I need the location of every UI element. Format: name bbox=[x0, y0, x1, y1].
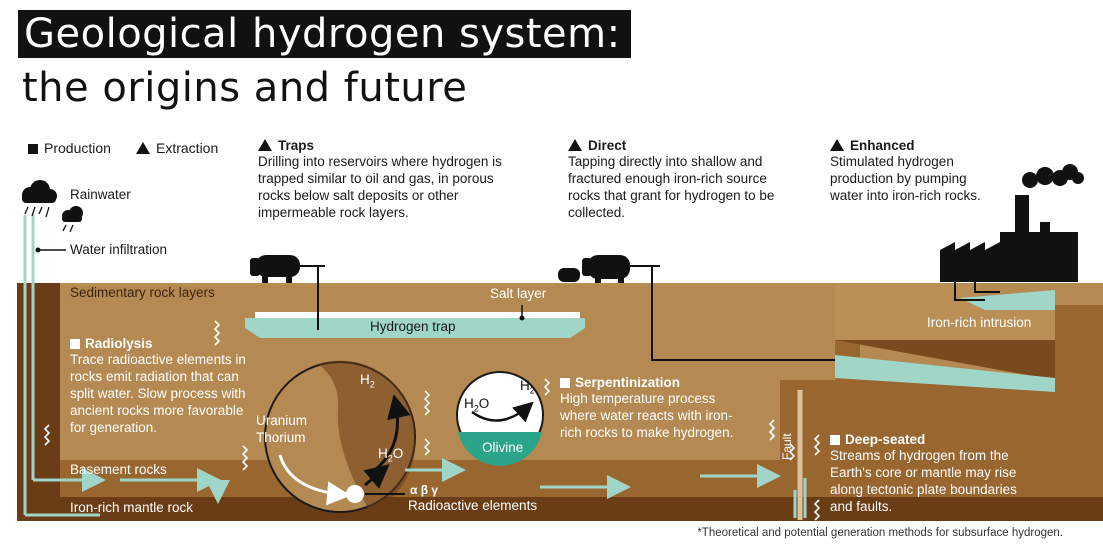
traps-body: Drilling into reservoirs where hydrogen … bbox=[258, 154, 502, 220]
square-icon bbox=[830, 435, 840, 445]
water-flow-left bbox=[23, 215, 35, 515]
direct-source-wedge bbox=[835, 355, 1055, 392]
mantle-label: Iron-rich mantle rock bbox=[70, 500, 194, 515]
square-icon bbox=[70, 339, 80, 349]
legend-production: Production bbox=[28, 140, 111, 156]
radiolysis-body: Trace radioactive elements in rocks emit… bbox=[70, 352, 246, 435]
direct-wellhead-icon bbox=[558, 255, 630, 283]
uranium-label: Uranium bbox=[256, 413, 308, 428]
salt-layer bbox=[255, 312, 580, 318]
h2-label-1: H2 bbox=[360, 372, 375, 390]
serpentinization-body: High temperature process where water rea… bbox=[560, 391, 734, 440]
enhanced-body: Stimulated hydrogen production by pumpin… bbox=[830, 154, 981, 203]
direct-heading: Direct bbox=[588, 138, 627, 153]
triangle-icon bbox=[258, 139, 272, 151]
deep-seated-heading: Deep-seated bbox=[845, 432, 926, 447]
deep-seated-block: Deep-seated Streams of hydrogen from the… bbox=[830, 432, 1030, 515]
enhanced-intrusion bbox=[960, 290, 1055, 310]
radiolysis-heading: Radiolysis bbox=[85, 336, 153, 351]
iron-intrusion-label: Iron-rich intrusion bbox=[927, 315, 1032, 330]
footnote: *Theoretical and potential generation me… bbox=[697, 527, 1063, 539]
factory-icon bbox=[940, 164, 1084, 282]
rainwater-label: Rainwater bbox=[70, 187, 131, 202]
radiolysis-block: Radiolysis Trace radioactive elements in… bbox=[70, 336, 250, 436]
legend-extraction-label: Extraction bbox=[156, 140, 219, 156]
triangle-icon bbox=[568, 139, 582, 151]
water-infiltration-label: Water infiltration bbox=[70, 242, 168, 257]
traps-heading: Traps bbox=[278, 138, 315, 153]
basement-label: Basement rocks bbox=[70, 462, 167, 477]
deep-seated-body: Streams of hydrogen from the Earth's cor… bbox=[830, 448, 1017, 514]
square-icon bbox=[28, 144, 38, 154]
serpentinization-heading: Serpentinization bbox=[575, 375, 681, 390]
abg-label: α β γ bbox=[410, 483, 439, 497]
h2o-label-2: H2O bbox=[464, 396, 490, 414]
direct-body: Tapping directly into shallow and fractu… bbox=[568, 154, 775, 220]
salt-layer-label: Salt layer bbox=[490, 286, 547, 301]
hydrogen-trap-label: Hydrogen trap bbox=[370, 319, 456, 334]
rain-cloud-icon bbox=[22, 180, 83, 222]
serpentinization-block: Serpentinization High temperature proces… bbox=[560, 375, 750, 441]
thorium-label: Thorium bbox=[256, 430, 306, 445]
h2o-label-1: H2O bbox=[378, 446, 404, 464]
enhanced-heading: Enhanced bbox=[850, 138, 915, 153]
radioactive-elements-label: Radioactive elements bbox=[408, 498, 538, 513]
square-icon bbox=[560, 378, 570, 388]
enhanced-block: Enhanced Stimulated hydrogen production … bbox=[830, 138, 1000, 204]
hydrogen-trap bbox=[245, 318, 585, 338]
direct-block: Direct Tapping directly into shallow and… bbox=[568, 138, 778, 221]
title-line-1: Geological hydrogen system: bbox=[18, 10, 631, 58]
sedimentary-label: Sedimentary rock layers bbox=[70, 285, 215, 300]
h2-label-2: H2 bbox=[520, 378, 535, 396]
title-line-2: the origins and future bbox=[22, 65, 468, 111]
traps-wellhead-icon bbox=[250, 255, 300, 283]
fault-label: Fault bbox=[780, 433, 794, 460]
olivine-label: Olivine bbox=[482, 440, 524, 455]
triangle-icon bbox=[136, 142, 150, 154]
legend-production-label: Production bbox=[44, 140, 111, 156]
traps-block: Traps Drilling into reservoirs where hyd… bbox=[258, 138, 508, 221]
triangle-icon bbox=[830, 139, 844, 151]
legend-extraction: Extraction bbox=[136, 140, 218, 156]
